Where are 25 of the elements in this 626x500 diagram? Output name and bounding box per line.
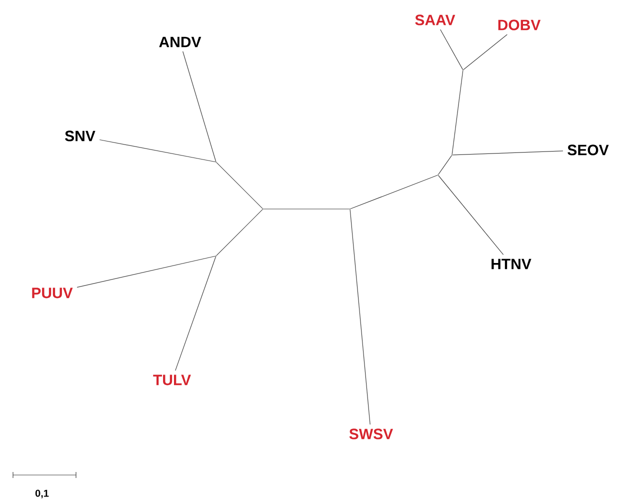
taxon-label: SEOV bbox=[568, 144, 609, 156]
taxon-label: SAAV bbox=[415, 14, 456, 26]
branch-line bbox=[263, 208, 350, 210]
taxon-label: SNV bbox=[65, 130, 96, 142]
branch-line bbox=[350, 209, 370, 425]
branch-line bbox=[463, 34, 508, 70]
branch-line bbox=[350, 174, 438, 210]
branch-line bbox=[182, 51, 216, 162]
taxon-label: TULV bbox=[153, 374, 191, 386]
scale-label: 0,1 bbox=[35, 490, 49, 498]
branch-line bbox=[438, 155, 452, 175]
branch-line bbox=[216, 162, 263, 209]
branch-line bbox=[216, 209, 263, 256]
branch-line bbox=[76, 256, 216, 288]
taxon-label: DOBV bbox=[498, 20, 541, 30]
branch-line bbox=[452, 150, 564, 156]
taxon-label: HTNV bbox=[492, 258, 532, 270]
taxon-label: SWSV bbox=[349, 428, 393, 440]
branch-line bbox=[99, 139, 216, 162]
branch-line bbox=[175, 256, 216, 371]
taxon-label: PUUV bbox=[32, 288, 73, 298]
branch-line bbox=[452, 70, 464, 155]
branch-line bbox=[440, 29, 463, 70]
branch-line bbox=[438, 175, 504, 255]
taxon-label: ANDV bbox=[159, 36, 202, 48]
